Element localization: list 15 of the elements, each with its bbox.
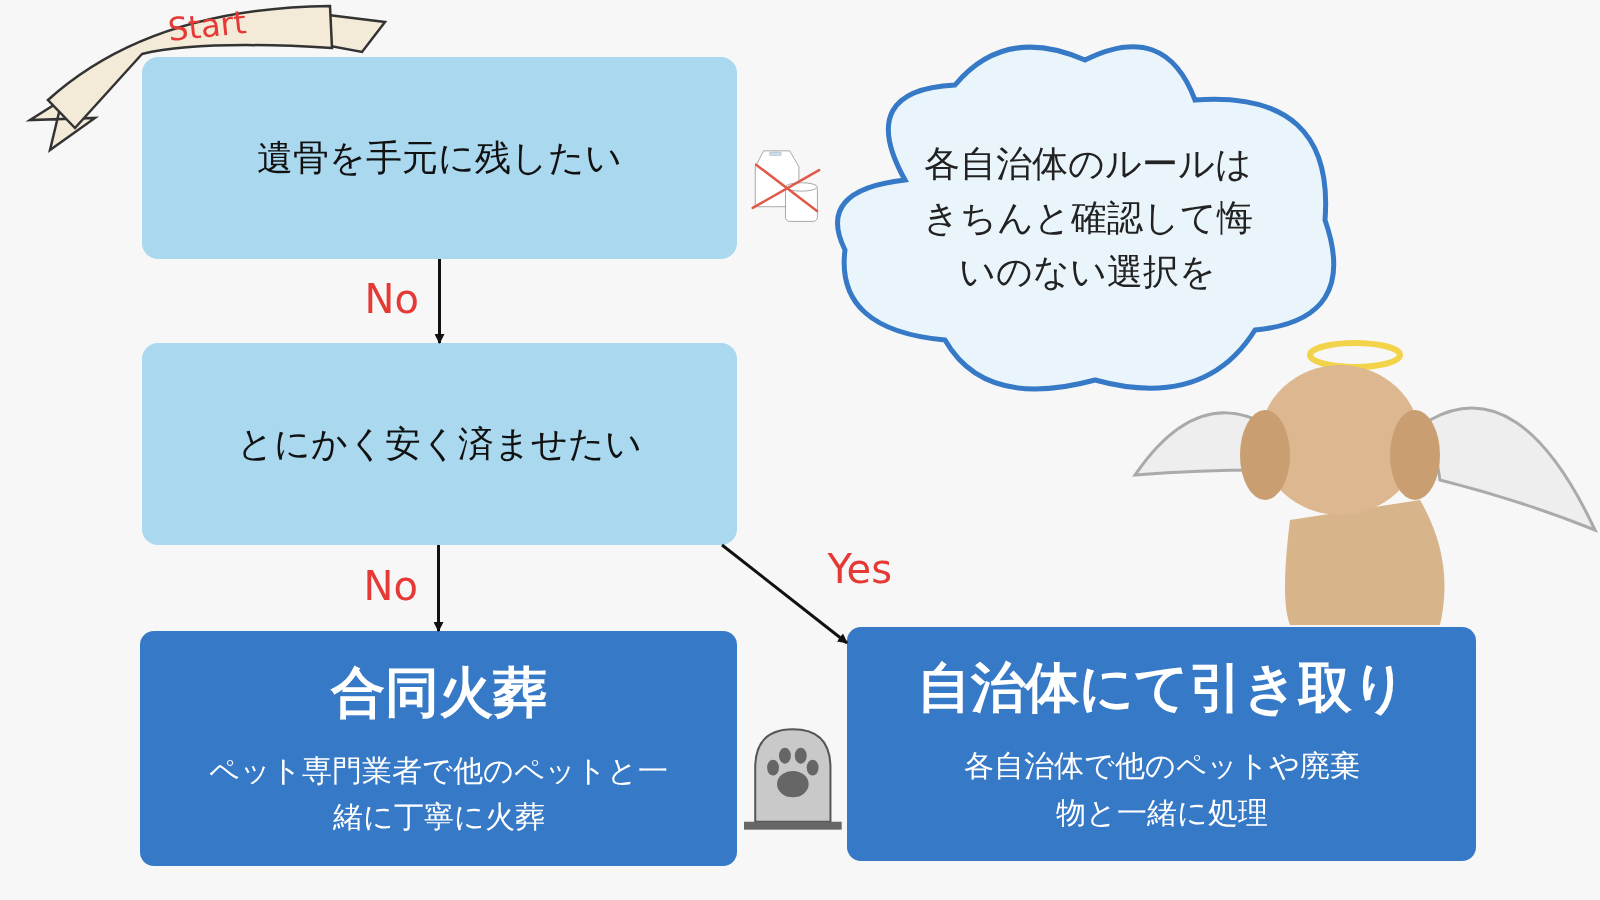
body-text: ペット専門業者で他のペットと一緒に丁寧に火葬: [208, 751, 669, 836]
cloud-text: 各自治体のルールはきちんと確認して悔いのない選択を: [922, 141, 1253, 294]
banner-text: Start: [166, 6, 248, 46]
arrow: [721, 543, 848, 645]
body-text: 各自治体で他のペットや廃棄物と一緒に処理: [962, 747, 1361, 832]
arrow: [433, 545, 444, 632]
question-text: とにかく安く済ませたい: [237, 421, 642, 466]
heading-text: 合同火葬: [330, 659, 547, 726]
question-text: 遺骨を手元に残したい: [257, 135, 622, 180]
result-box: [140, 631, 737, 866]
question-box: [142, 343, 737, 545]
heading-text: 自治体にて引き取り: [916, 655, 1407, 721]
result-box: [847, 627, 1476, 861]
arrow: [434, 259, 445, 344]
question-box: [142, 57, 737, 259]
